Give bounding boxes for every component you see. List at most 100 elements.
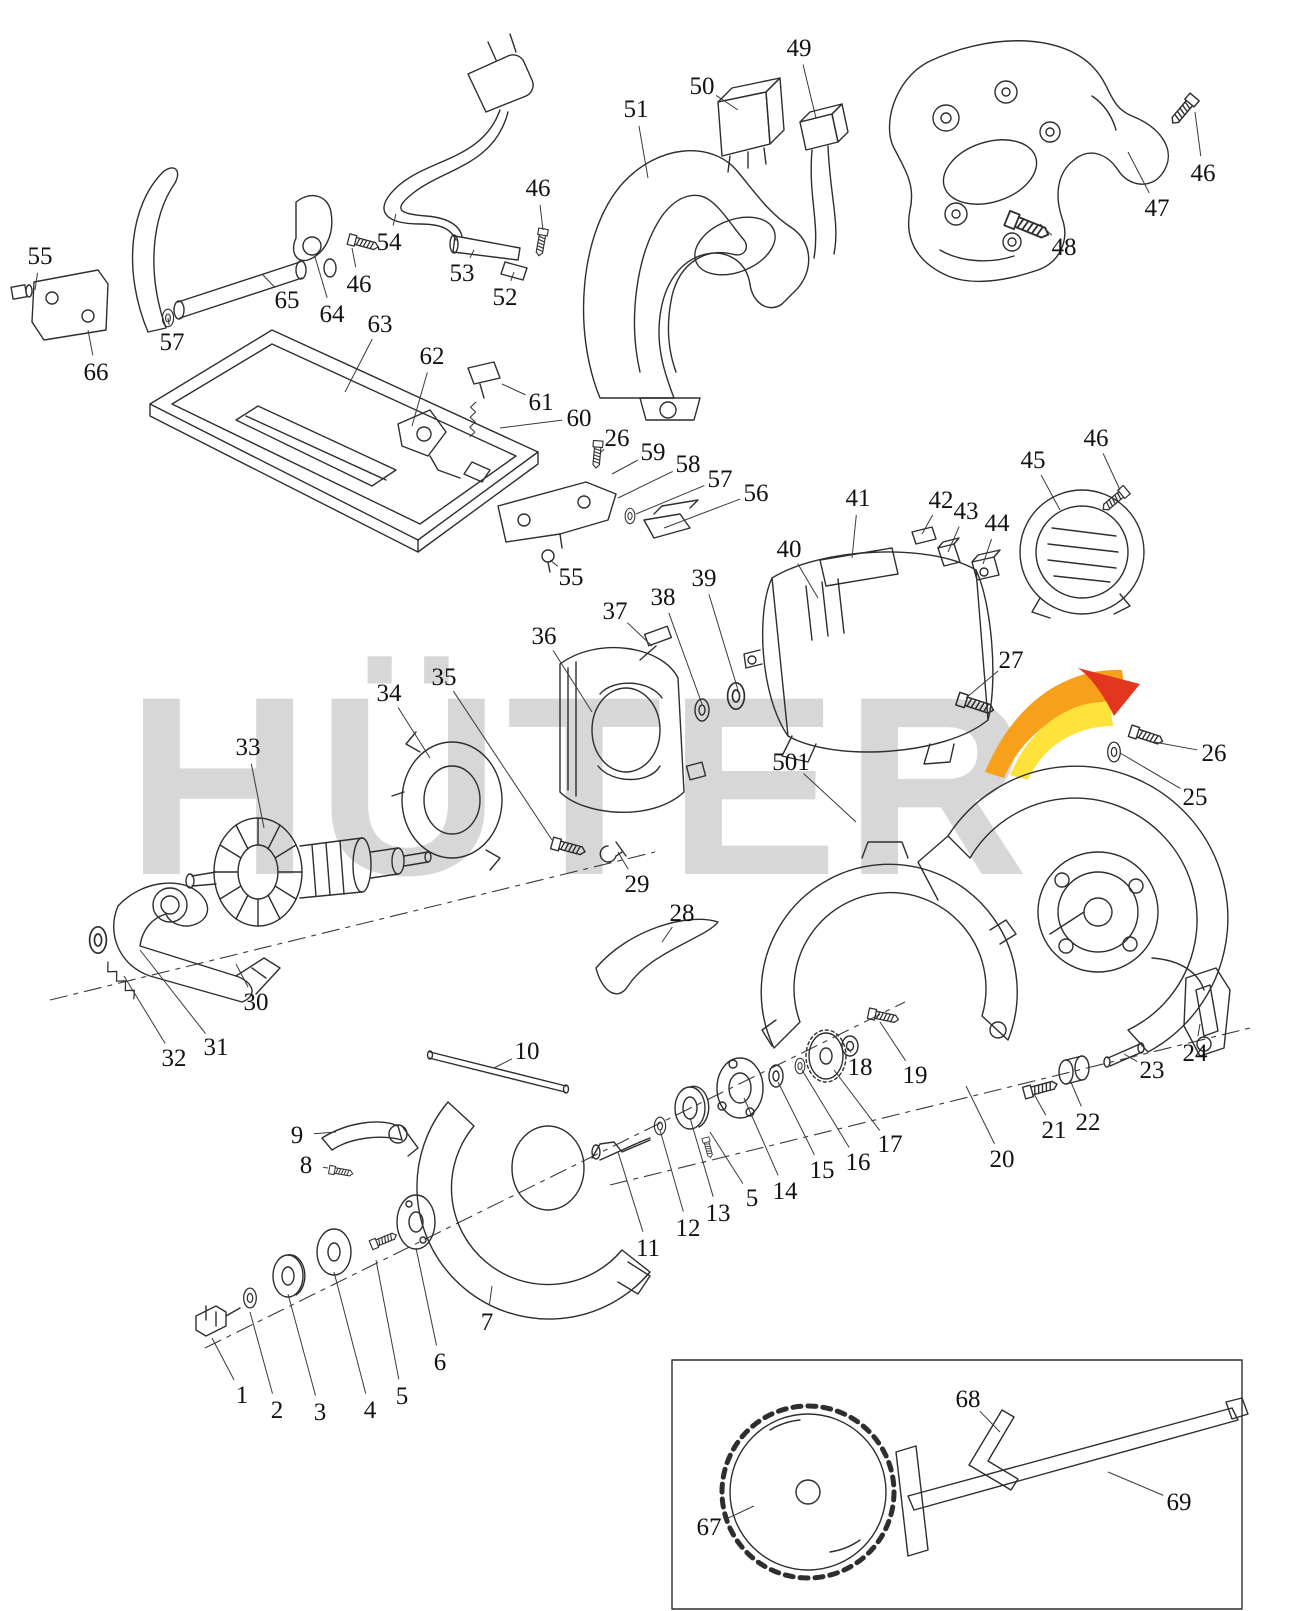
callout-leader-line [469,249,475,259]
callout-leader-line [663,498,741,529]
part-number-label: 8 [300,1152,313,1179]
part-number-label: 37 [603,598,628,625]
callout-leader-line [314,256,328,298]
callout-leader-line [549,559,559,567]
part-number-label: 31 [204,1034,229,1061]
callout-leader-line [123,975,166,1044]
callout-leader-line [249,1311,273,1394]
part-number-label: 46 [347,271,372,298]
part-number-label: 4 [364,1397,377,1424]
callout-leader-line [947,526,960,553]
part-number-label: 39 [692,565,717,592]
callout-leader-line [167,317,170,326]
part-number-label: 42 [929,487,954,514]
callout-leader-line [802,64,817,119]
callout-leader-line [668,612,703,705]
part-number-label: 27 [999,647,1024,674]
callout-leader-line [1153,741,1198,751]
part-number-label: 26 [1202,740,1227,767]
lower-blade-guard [321,1050,651,1320]
part-number-label: 46 [526,175,551,202]
callout-leader-line [375,1259,400,1380]
part-number-label: 67 [697,1514,722,1541]
part-number-label: 43 [954,498,979,525]
part-number-label: 66 [84,359,109,386]
part-number-label: 20 [990,1146,1015,1173]
riving-knife [595,918,719,995]
gear-housing-guard [917,691,1231,1100]
part-callouts: 5566576564465453524651504947464863626160… [28,35,1227,1541]
part-number-label: 41 [846,485,871,512]
callout-leader-line [344,338,373,393]
part-number-label: 6 [434,1349,447,1376]
part-number-label: 45 [1021,447,1046,474]
spindle-gear-parts [591,1029,847,1161]
part-number-label: 62 [420,343,445,370]
callout-leader-line [600,448,605,453]
callout-leader-line [1197,1023,1201,1037]
callout-leader-line [847,1047,852,1053]
part-number-label: 49 [787,35,812,62]
rip-fence-bar [907,1407,1239,1511]
callout-leader-line [1040,474,1061,511]
part-number-label: 21 [1042,1117,1067,1144]
callout-leader-line [879,1021,907,1062]
part-number-label: 51 [624,96,649,123]
watermark-text: HÜTER [126,644,1034,929]
callout-leader-line [801,1069,850,1148]
part-number-label: 59 [641,439,666,466]
callout-leader-line [777,1081,815,1156]
part-number-label: 13 [706,1200,731,1227]
part-number-label: 15 [810,1157,835,1184]
part-number-label: 25 [1183,784,1208,811]
brand-logo-swoosh [985,668,1140,780]
capacitor [799,103,849,259]
part-number-label: 34 [377,680,403,707]
callout-leader-line [351,247,357,268]
hex-key [968,1409,1019,1491]
part-number-label: 63 [368,311,393,338]
callout-leader-line [833,1069,881,1131]
part-number-label: 47 [1145,195,1170,222]
motor-end-cap [1019,484,1145,619]
callout-leader-line [979,1410,1001,1433]
part-number-label: 16 [846,1149,871,1176]
callout-leader-line [211,1337,235,1381]
part-number-label: 54 [377,229,403,256]
callout-leader-line [322,1166,329,1169]
part-number-label: 35 [432,664,457,691]
clamp-screw-assembly [463,361,604,469]
callout-leader-line [34,272,39,291]
callout-leader-line [261,273,276,289]
callout-leader-line [709,1131,744,1184]
callout-leader-line [452,690,553,841]
part-number-label: 56 [744,480,769,507]
callout-leader-line [1123,1053,1138,1062]
callout-leader-line [724,1505,755,1521]
part-number-label: 14 [773,1178,799,1205]
callout-leader-line [803,773,857,823]
brush-parts [911,526,1001,581]
part-number-label: 60 [567,405,592,432]
part-number-label: 22 [1076,1109,1101,1136]
part-number-label: 57 [160,329,185,356]
part-number-label: 18 [848,1054,873,1081]
callout-leader-line [1194,111,1202,157]
callout-leader-line [392,213,397,226]
callout-leader-line [499,419,563,429]
part-number-label: 55 [559,564,584,591]
callout-leader-line [1069,1079,1082,1107]
power-cord-assembly [383,33,549,281]
armature [185,817,432,927]
callout-leader-line [708,594,739,691]
part-number-label: 3 [314,1399,327,1426]
callout-leader-line [635,485,705,515]
callout-leader-line [617,470,673,499]
callout-leader-line [1127,151,1150,194]
callout-leader-line [617,1151,644,1232]
part-number-label: 52 [493,284,518,311]
switch-block [717,77,785,173]
part-number-label: 17 [878,1131,903,1158]
callout-leader-line [965,1085,995,1144]
callout-leader-line [539,204,544,231]
